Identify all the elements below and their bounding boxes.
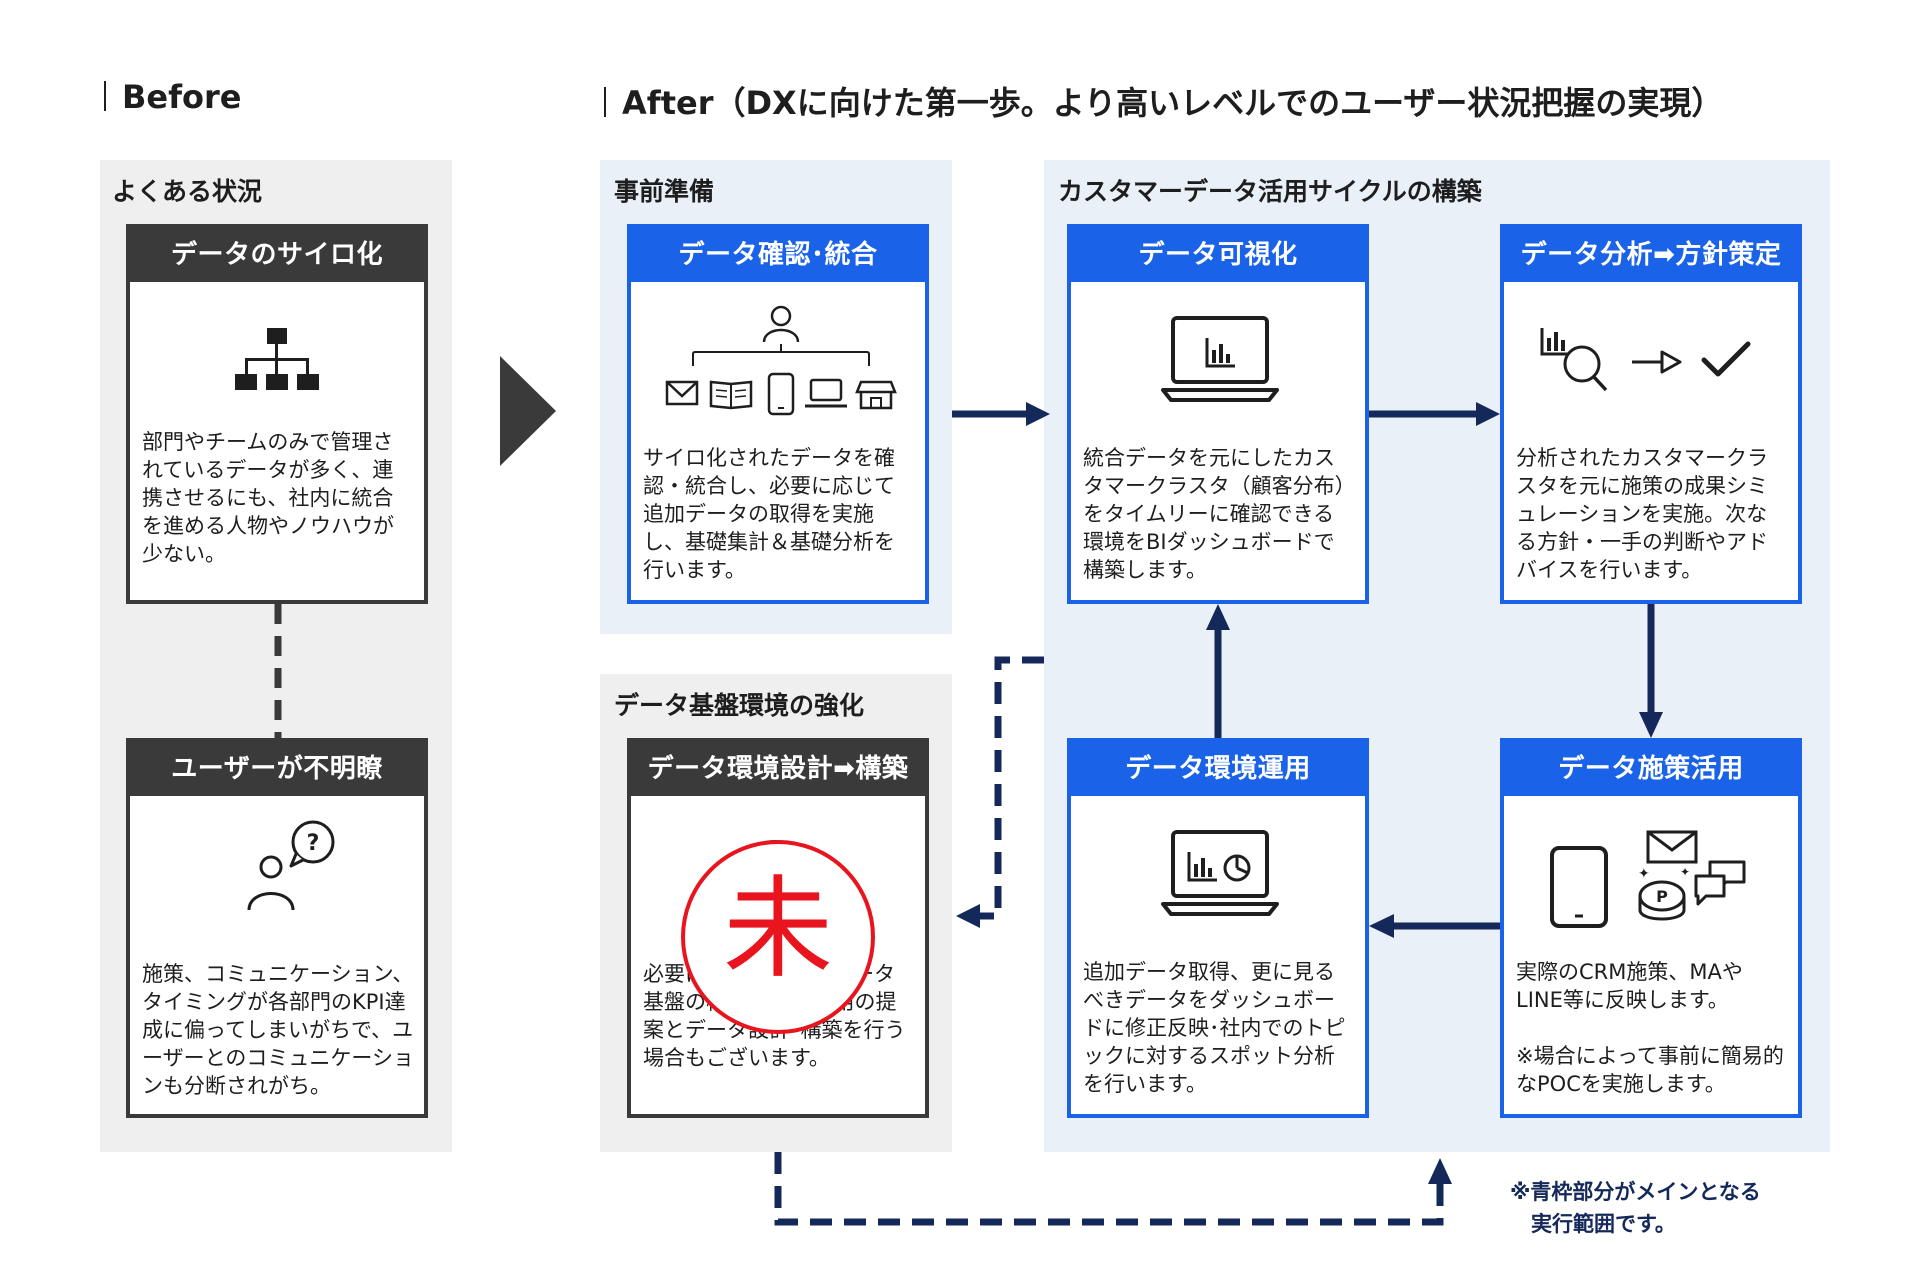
card-data-env-operation-text: 追加データ取得、更に見るべきデータをダッシュボードに修正反映･社内でのトピックに…: [1083, 960, 1346, 1096]
card-data-integration-title: データ確認･統合: [631, 228, 925, 282]
card-data-env-design: データ環境設計➡構築 必要に応じて最適なデータ基盤の構築やCDP活用の提案とデー…: [627, 738, 929, 1118]
card-data-measure-use-text: 実際のCRM施策、MAやLINE等に反映します。 ※場合によって事前に簡易的なP…: [1516, 960, 1784, 1096]
phone-icon: [767, 372, 795, 416]
after-heading: After（DXに向けた第一歩。より高いレベルでのユーザー状況把握の実現）: [604, 78, 1723, 124]
card-data-visualization: データ可視化 統合データを元にしたカスタマークラスタ（顧客分布）をタイムリーに確…: [1067, 224, 1369, 604]
svg-text:✦: ✦: [1680, 865, 1690, 879]
person-icon: [762, 305, 800, 343]
phone-mail-chat-points-icon: P ✦ ✦: [1550, 830, 1746, 928]
infra-panel-title: データ基盤環境の強化: [614, 691, 865, 720]
laptop-icon: [805, 378, 847, 408]
org-chart-icon: [235, 328, 319, 390]
card-data-visualization-text: 統合データを元にしたカスタマークラスタ（顧客分布）をタイムリーに確認できる環境を…: [1083, 446, 1346, 582]
footnote: ※青枠部分がメインとなる 実行範囲です。: [1510, 1180, 1761, 1236]
unimplemented-stamp: 未: [681, 840, 875, 1034]
arrow-visualize-to-analyze: [1369, 402, 1500, 426]
card-data-silo-text: 部門やチームのみで管理されているデータが多く、連携させるにも、社内に統合を進める…: [142, 430, 394, 566]
card-data-env-design-title: データ環境設計➡構築: [631, 742, 925, 796]
arrow-analyze-to-activate: [1639, 604, 1663, 738]
before-heading-text: Before: [122, 78, 242, 116]
book-icon: [709, 380, 753, 410]
prep-panel-title: 事前準備: [614, 177, 715, 206]
arrow-infra-to-cycle-dashed: [774, 1152, 1452, 1226]
card-data-analysis: データ分析➡方針策定 分析されたカスタマークラスタを元に施策の成果シミュレーショ…: [1500, 224, 1802, 604]
before-heading: Before: [104, 78, 241, 116]
arrow-cycle-to-infra-dashed: [956, 656, 1044, 928]
laptop-chart-icon: [1161, 316, 1279, 402]
svg-text:?: ?: [307, 831, 320, 856]
before-after-arrow-icon: [500, 356, 556, 466]
unimplemented-stamp-text: 未: [723, 865, 833, 993]
card-data-measure-use-title: データ施策活用: [1504, 742, 1798, 796]
card-data-visualization-title: データ可視化: [1071, 228, 1365, 282]
arrow-operate-to-visualize: [1206, 604, 1230, 738]
arrow-activate-to-operate: [1369, 914, 1500, 938]
card-data-env-operation: データ環境運用 追加データ取得、更に見るべきデータをダッシュボードに修正反映･社…: [1067, 738, 1369, 1118]
cycle-panel-title: カスタマーデータ活用サイクルの構築: [1058, 177, 1482, 206]
store-icon: [855, 380, 897, 410]
card-data-measure-use: データ施策活用 P ✦ ✦ 実際のCRM施策、MAやLINE等に反映します。 ※…: [1500, 738, 1802, 1118]
before-dashed-connector: [274, 604, 282, 738]
card-data-silo-title: データのサイロ化: [130, 228, 424, 282]
card-data-silo: データのサイロ化 部門やチームのみで管理されているデータが多く、連携させるにも、…: [126, 224, 428, 604]
svg-text:✦: ✦: [1638, 866, 1650, 882]
svg-text:P: P: [1656, 887, 1668, 906]
card-data-analysis-title: データ分析➡方針策定: [1504, 228, 1798, 282]
card-unclear-user-text: 施策、コミュニケーション、タイミングが各部門のKPI達成に偏ってしまいがちで、ユ…: [142, 962, 414, 1098]
mail-icon: [665, 380, 699, 406]
after-heading-text: After（DXに向けた第一歩。より高いレベルでのユーザー状況把握の実現）: [622, 84, 1724, 122]
analysis-check-icon: [1540, 328, 1751, 392]
user-question-icon: ?: [247, 820, 335, 911]
card-data-integration-text: サイロ化されたデータを確認・統合し、必要に応じて追加データの取得を実施し、基礎集…: [643, 446, 895, 582]
card-unclear-user-title: ユーザーが不明瞭: [130, 742, 424, 796]
card-data-env-operation-title: データ環境運用: [1071, 742, 1365, 796]
data-sources-icon-group: [665, 305, 897, 416]
card-data-analysis-text: 分析されたカスタマークラスタを元に施策の成果シミュレーションを実施。次なる方針・…: [1516, 446, 1768, 582]
laptop-dashboard-icon: [1161, 830, 1279, 916]
arrow-prep-to-visualize: [952, 402, 1050, 426]
card-data-integration: データ確認･統合 サイロ化されたデータを確認・統合し、必要: [627, 224, 929, 604]
before-panel-title: よくある状況: [112, 177, 263, 206]
card-unclear-user: ユーザーが不明瞭 ? 施策、コミュニケーション、タイミングが各部門のKPI達成に…: [126, 738, 428, 1118]
